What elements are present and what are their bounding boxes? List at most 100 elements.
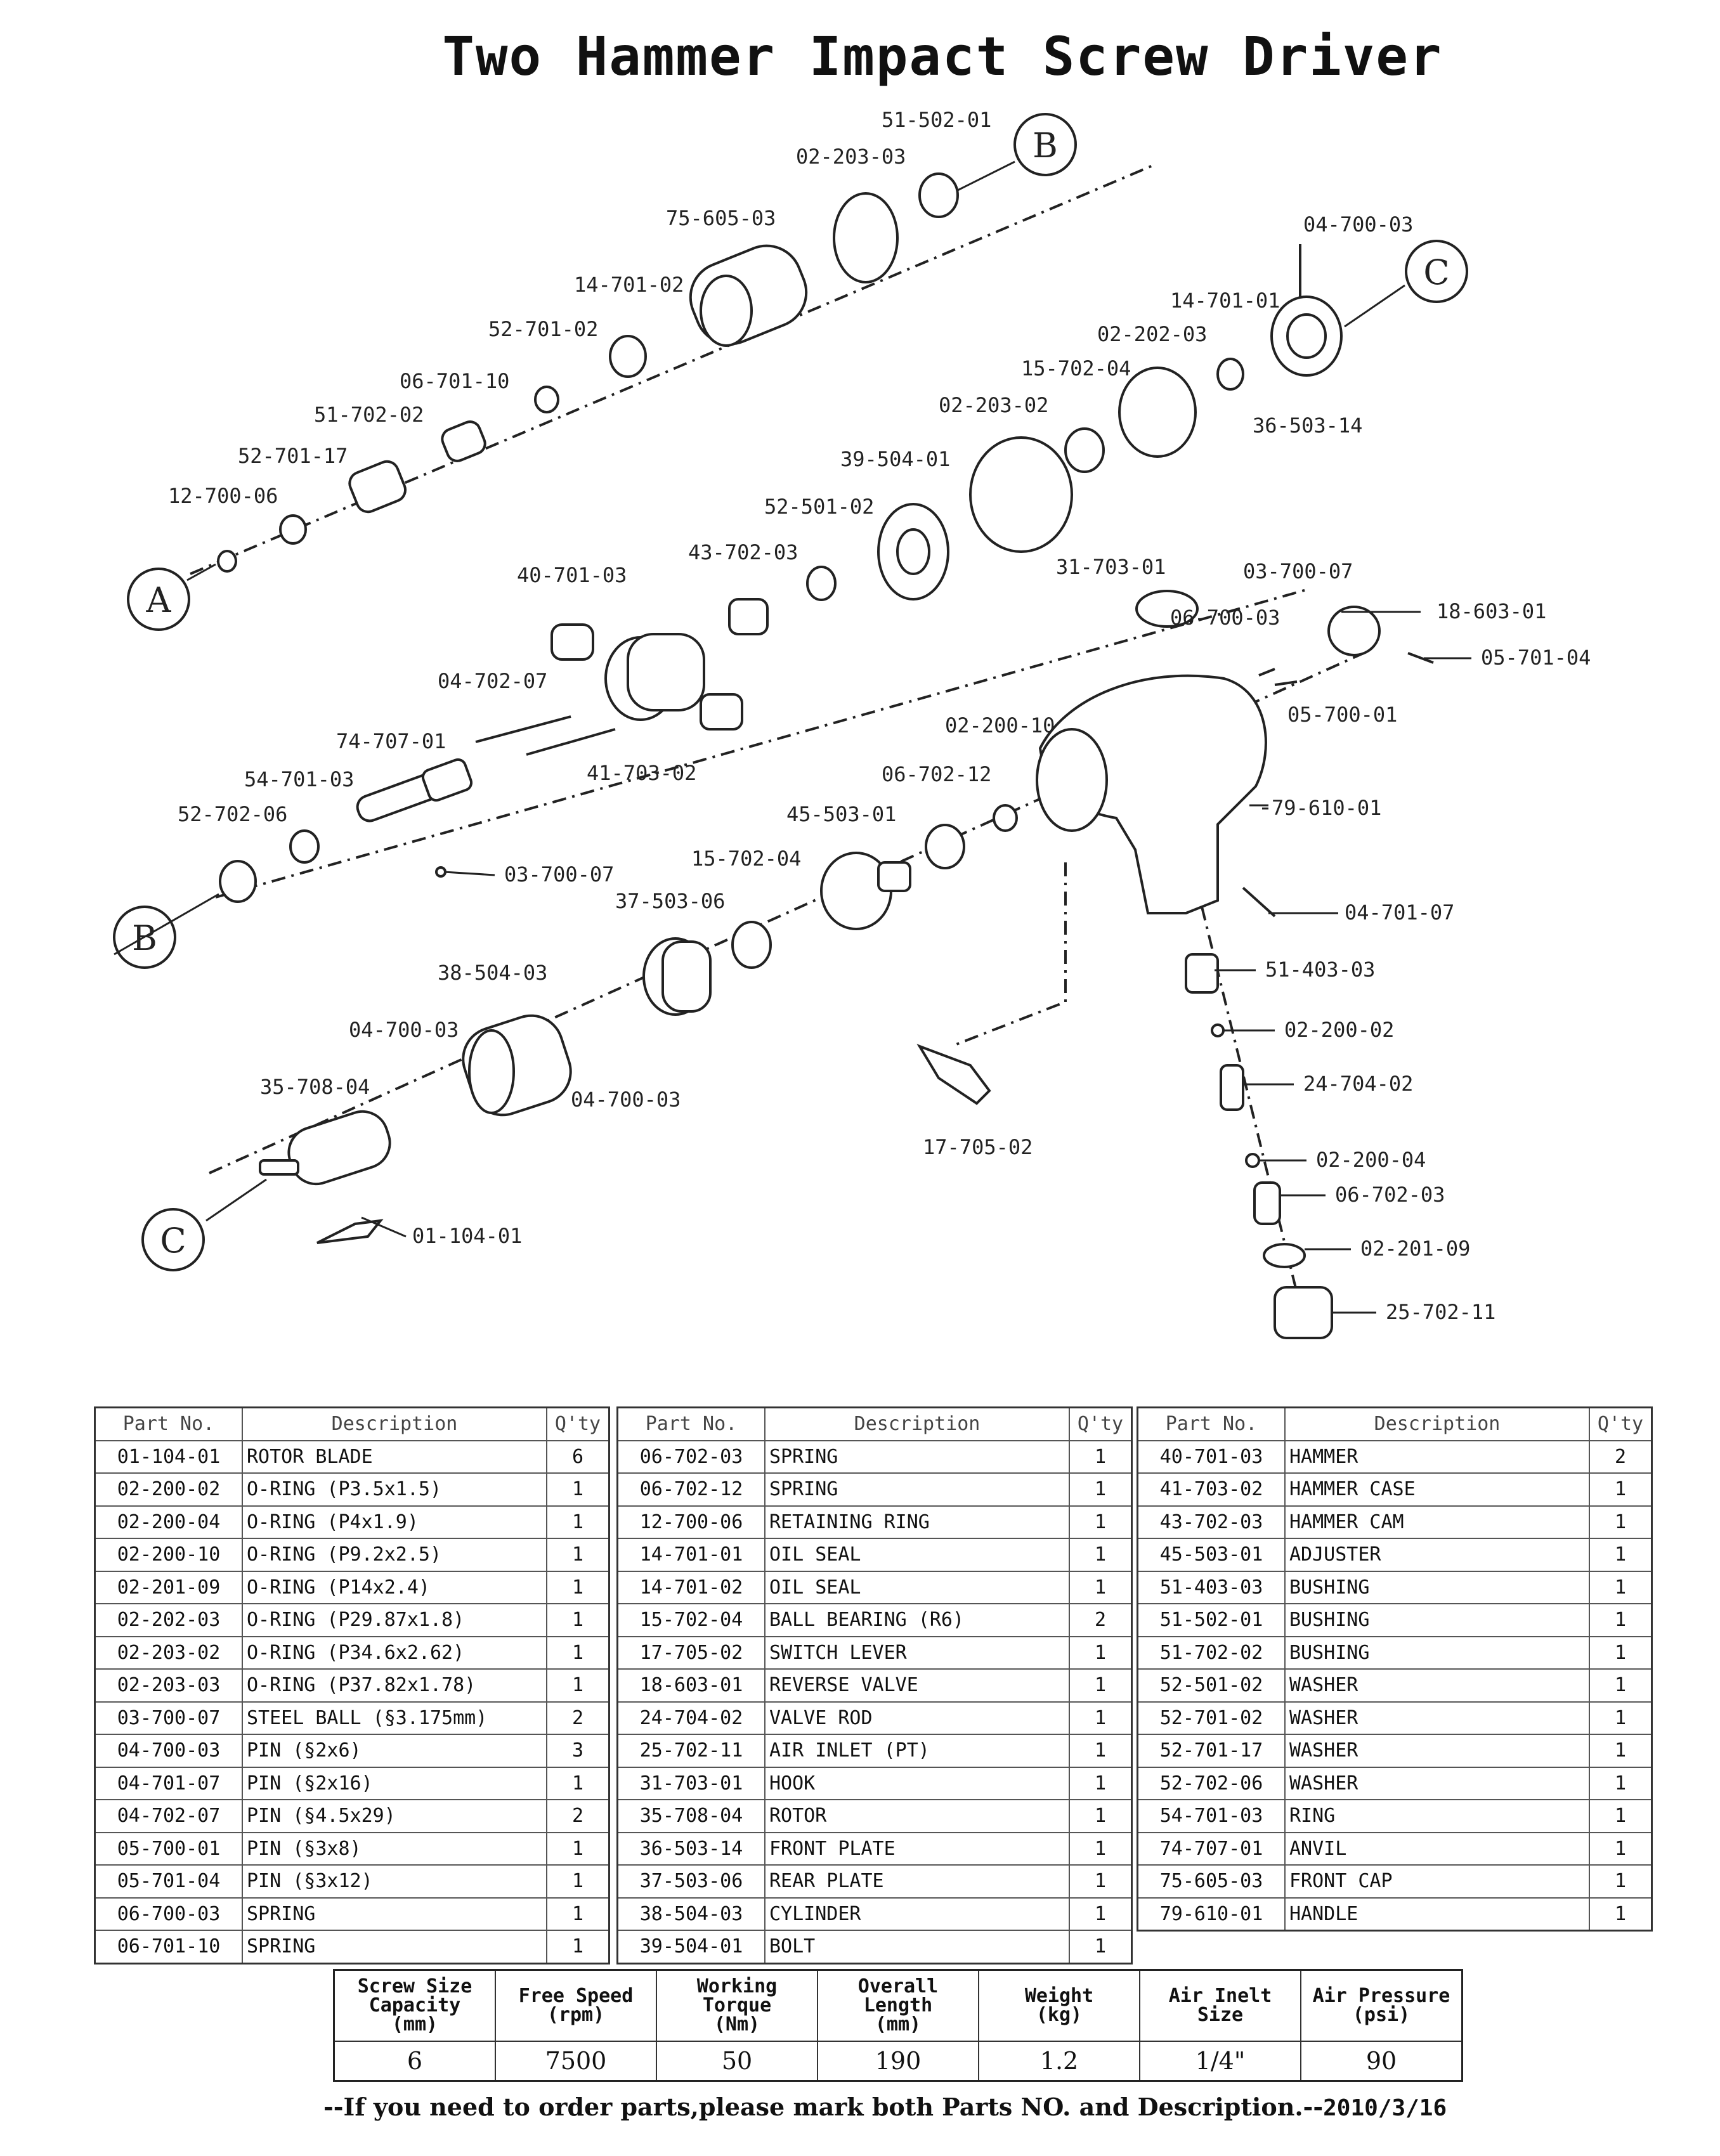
spec-header: Air Pressure (psi) — [1300, 1969, 1463, 2042]
part-description: SWITCH LEVER — [764, 1635, 1070, 1670]
part-description: OIL SEAL — [764, 1570, 1070, 1604]
part-quantity: 1 — [1069, 1505, 1133, 1539]
spec-header: Free Speed (rpm) — [495, 1969, 657, 2042]
part-description: RING — [1284, 1799, 1590, 1833]
diagram-label: 31-703-01 — [1056, 555, 1166, 579]
spec-value: 7500 — [495, 2041, 657, 2082]
part-quantity: 1 — [1589, 1799, 1653, 1833]
part-quantity: 3 — [546, 1734, 610, 1768]
part-description: ADJUSTER — [1284, 1538, 1590, 1572]
part-quantity: 1 — [1069, 1472, 1133, 1507]
part-description: BUSHING — [1284, 1603, 1590, 1637]
part-quantity: 1 — [1069, 1831, 1133, 1866]
part-quantity: 1 — [546, 1930, 610, 1964]
part-number: 18-603-01 — [616, 1668, 766, 1703]
part-number: 74-707-01 — [1137, 1831, 1286, 1866]
diagram-label: 15-702-04 — [691, 847, 801, 871]
part-number: 12-700-06 — [616, 1505, 766, 1539]
part-description: CYLINDER — [764, 1897, 1070, 1931]
part-number: 06-702-12 — [616, 1472, 766, 1507]
part-number: 05-700-01 — [94, 1831, 243, 1866]
part-description: WASHER — [1284, 1734, 1590, 1768]
part-number: 52-702-06 — [1137, 1766, 1286, 1800]
diagram-label: 03-700-07 — [1243, 559, 1353, 583]
header-part-no: Part No. — [94, 1406, 243, 1441]
callout-c-top-circle — [1405, 240, 1468, 303]
part-description: O-RING (P37.82x1.78) — [242, 1668, 547, 1703]
part-quantity: 1 — [1069, 1701, 1133, 1735]
diagram-label: 17-705-02 — [923, 1135, 1033, 1159]
diagram-label: 25-702-11 — [1386, 1300, 1495, 1324]
order-note-text: --If you need to order parts,please mark… — [323, 2093, 1324, 2121]
diagram-label: 04-700-03 — [349, 1018, 459, 1042]
callout-c-top: C — [1423, 252, 1449, 292]
part-description: PIN (§3x12) — [242, 1864, 547, 1899]
diagram-label: 52-701-17 — [238, 444, 348, 468]
part-quantity: 1 — [546, 1603, 610, 1637]
callout-b-top-circle — [1013, 113, 1077, 176]
exploded-view-diagram: A B B C C — [113, 108, 1591, 1339]
callout-b-mid: B — [132, 918, 157, 958]
part-number: 51-403-03 — [1137, 1570, 1286, 1604]
part-number: 54-701-03 — [1137, 1799, 1286, 1833]
diagram-label: 02-200-04 — [1316, 1148, 1426, 1172]
part-quantity: 1 — [546, 1897, 610, 1931]
part-quantity: 1 — [546, 1472, 610, 1507]
part-quantity: 1 — [1069, 1668, 1133, 1703]
header-description: Description — [1284, 1406, 1590, 1441]
part-description: O-RING (P29.87x1.8) — [242, 1603, 547, 1637]
diagram-label: 18-603-01 — [1437, 599, 1546, 623]
part-number: 02-200-04 — [94, 1505, 243, 1539]
header-description: Description — [764, 1406, 1070, 1441]
diagram-label: 14-701-02 — [574, 273, 684, 297]
part-description: AIR INLET (PT) — [764, 1734, 1070, 1768]
diagram-label: 06-702-03 — [1335, 1183, 1445, 1207]
part-number: 41-703-02 — [1137, 1472, 1286, 1507]
diagram-label: 06-701-10 — [400, 369, 509, 393]
diagram-label: 04-701-07 — [1345, 900, 1454, 925]
part-description: REAR PLATE — [764, 1864, 1070, 1899]
part-description: O-RING (P14x2.4) — [242, 1570, 547, 1604]
part-number: 01-104-01 — [94, 1439, 243, 1474]
part-quantity: 2 — [1069, 1603, 1133, 1637]
part-number: 02-203-02 — [94, 1635, 243, 1670]
diagram-label: 02-201-09 — [1360, 1237, 1470, 1261]
part-description: PIN (§3x8) — [242, 1831, 547, 1866]
callout-c-bottom: C — [160, 1221, 186, 1261]
spec-header: Air Inelt Size — [1139, 1969, 1301, 2042]
part-description: STEEL BALL (§3.175mm) — [242, 1701, 547, 1735]
diagram-label: 37-503-06 — [615, 889, 725, 913]
diagram-label: 35-708-04 — [260, 1075, 370, 1099]
part-number: 14-701-01 — [616, 1538, 766, 1572]
callout-a-circle — [127, 568, 190, 631]
part-quantity: 1 — [1069, 1864, 1133, 1899]
part-number: 35-708-04 — [616, 1799, 766, 1833]
part-quantity: 1 — [546, 1864, 610, 1899]
part-description: OIL SEAL — [764, 1538, 1070, 1572]
diagram-label: 03-700-07 — [504, 862, 614, 886]
part-quantity: 2 — [1589, 1439, 1653, 1474]
header-qty: Q'ty — [546, 1406, 610, 1441]
part-description: PIN (§2x16) — [242, 1766, 547, 1800]
part-number: 06-700-03 — [94, 1897, 243, 1931]
diagram-label: 02-203-03 — [796, 145, 906, 169]
spec-header: Working Torque (Nm) — [656, 1969, 818, 2042]
diagram-label: 14-701-01 — [1170, 289, 1280, 313]
diagram-label: 43-702-03 — [688, 540, 798, 564]
part-description: REVERSE VALVE — [764, 1668, 1070, 1703]
diagram-label: 45-503-01 — [786, 802, 896, 826]
